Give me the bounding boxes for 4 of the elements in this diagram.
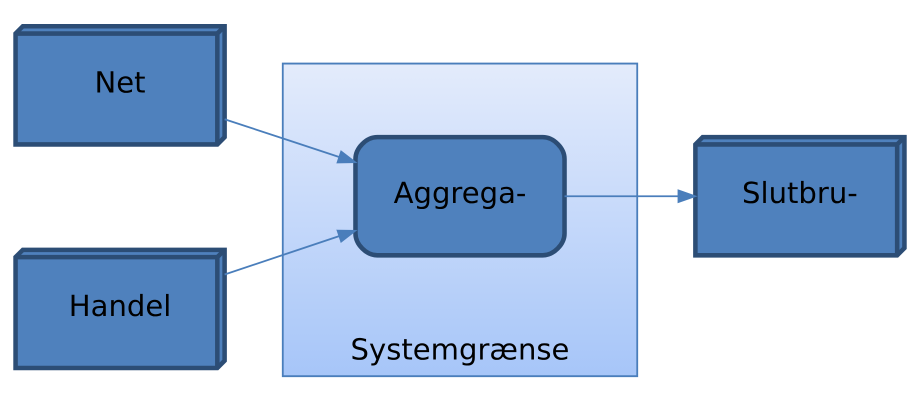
arrow bbox=[224, 229, 358, 275]
node-box: Aggrega- bbox=[353, 134, 567, 258]
arrow bbox=[564, 188, 698, 203]
arrow bbox=[224, 118, 358, 163]
